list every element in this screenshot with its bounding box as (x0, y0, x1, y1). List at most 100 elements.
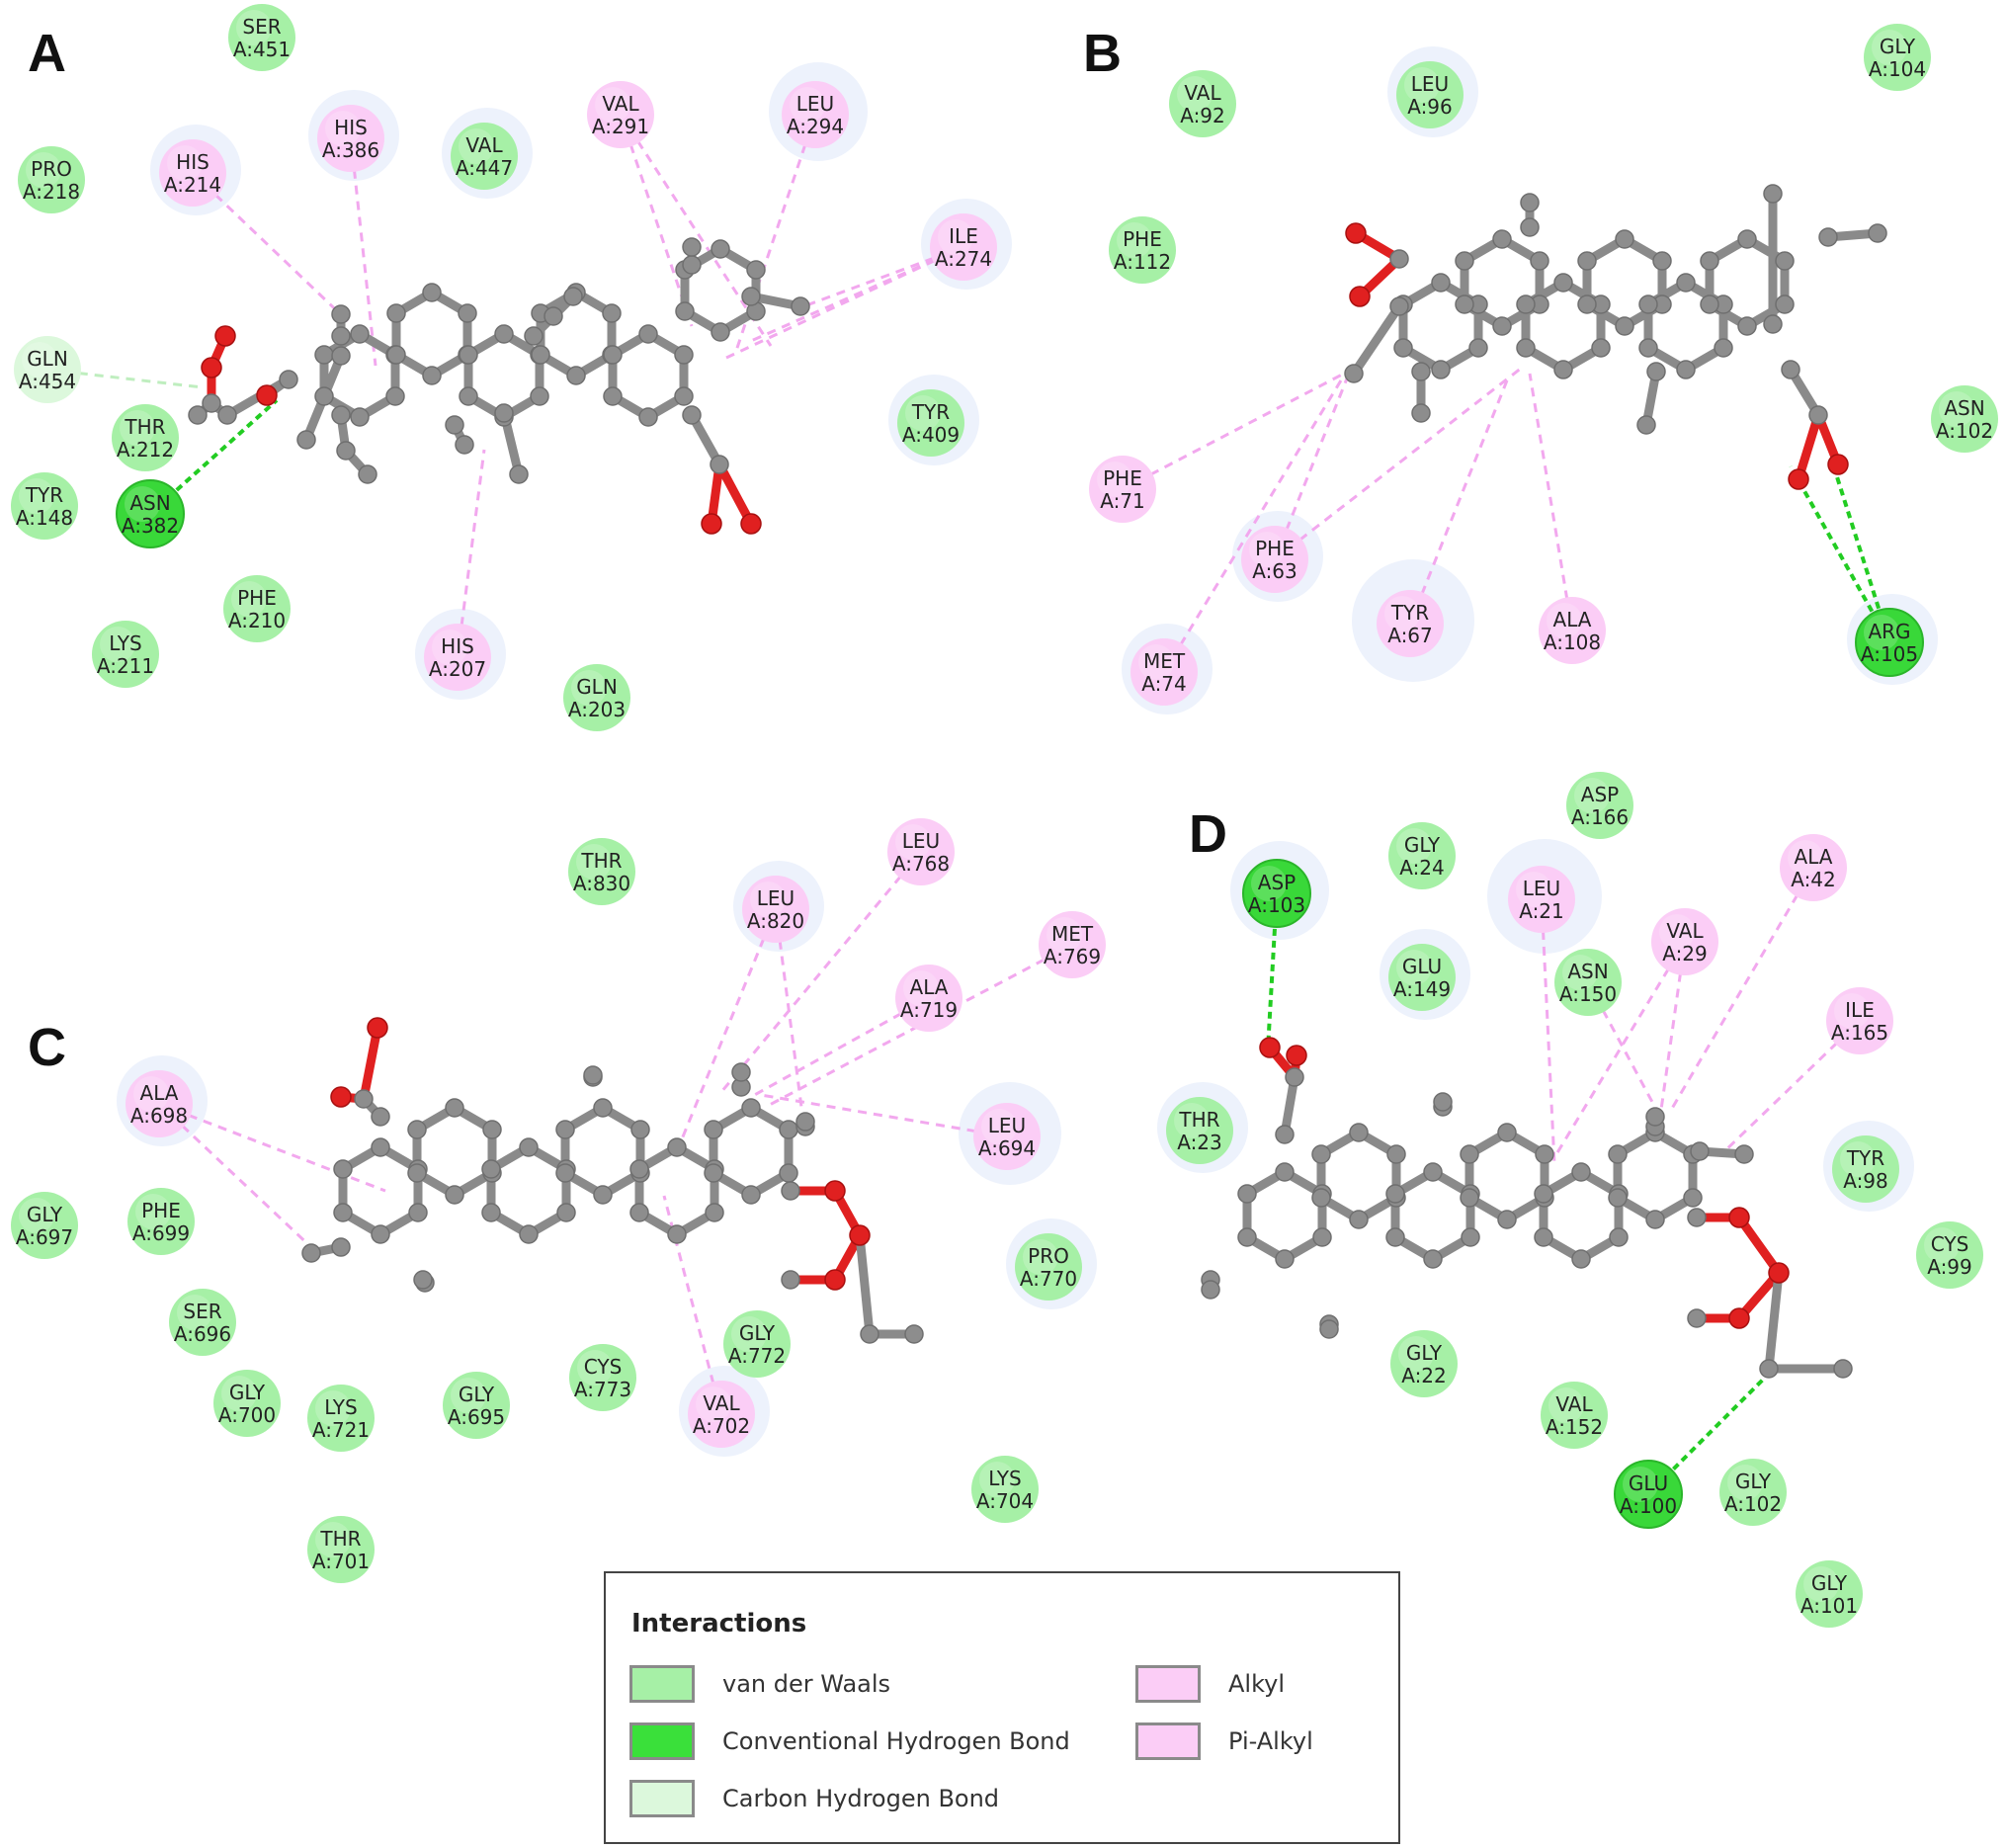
residue-shine (231, 581, 267, 617)
residue-disc (1719, 1459, 1787, 1526)
ligand-carbon-atom (458, 303, 477, 323)
interaction-line-alkyl (158, 1102, 386, 1193)
ligand-carbon-atom (524, 326, 544, 346)
residue-disc (1396, 61, 1464, 128)
ligand-carbon-atom (731, 1062, 751, 1082)
legend-label: Pi-Alkyl (1228, 1727, 1313, 1755)
residue-number: A:96 (1407, 95, 1453, 119)
residue-disc (1388, 822, 1456, 889)
ligand-carbon-atom (1385, 1184, 1405, 1204)
residue-name: GLU (1629, 1471, 1668, 1495)
interaction-line-alkyl (719, 851, 923, 1093)
residue-disc (973, 1103, 1041, 1170)
residue-disc (307, 1516, 375, 1583)
ligand-carbon-atom (188, 405, 208, 425)
residue-name: GLY (1406, 1341, 1443, 1365)
ligand-carbon-atom (1775, 294, 1795, 314)
residue-name: LEU (757, 886, 795, 910)
residue-number: A:166 (1571, 805, 1629, 829)
ligand-oxygen-atom (701, 513, 722, 535)
residue-number: A:99 (1927, 1255, 1972, 1279)
ligand-carbon-atom (1530, 251, 1549, 271)
residue-shine (1623, 1467, 1658, 1502)
residue-shine (315, 1390, 351, 1426)
residue-number: A:102 (1936, 419, 1993, 443)
residue-shine (1659, 914, 1695, 950)
residue-number: A:29 (1662, 942, 1708, 966)
ligand-carbon-atom (1553, 360, 1573, 379)
residue-disc (169, 1289, 236, 1356)
residue-shine (1396, 828, 1432, 864)
ligand-bond (1349, 301, 1404, 378)
residue-name: ARG (1868, 620, 1910, 643)
residue-name: TYR (1846, 1146, 1884, 1170)
residue-number: A:152 (1546, 1415, 1603, 1439)
residue-shine (905, 395, 941, 431)
residue-shine (1872, 30, 1907, 65)
ligand-carbon-atom (1645, 1107, 1665, 1127)
interaction-line-alkyl (191, 171, 353, 326)
residue-name: ASN (1944, 396, 1984, 420)
residue-shine (1384, 596, 1420, 631)
ligand-carbon-atom (1608, 1144, 1628, 1164)
ligand-carbon-atom (674, 386, 694, 406)
residue-number: A:212 (117, 438, 174, 462)
ligand-carbon-atom (459, 386, 478, 406)
residue-name: TYR (25, 483, 63, 507)
ligand-carbon-atom (358, 464, 377, 484)
residue-name: THR (124, 415, 165, 439)
interaction-line-alkyl (1668, 867, 1815, 1113)
legend-swatch-hbond (629, 1722, 695, 1760)
residue-number: A:150 (1559, 982, 1617, 1006)
ligand-bond (359, 1023, 382, 1104)
residue-disc (1377, 590, 1444, 657)
residue-disc (11, 472, 78, 540)
residue-number: A:218 (23, 180, 80, 204)
residue-disc (1390, 1330, 1458, 1397)
residue-number: A:21 (1519, 899, 1564, 923)
ligand-carbon-atom (519, 1137, 539, 1157)
ligand-carbon-atom (459, 345, 478, 365)
ligand-carbon-atom (674, 345, 694, 365)
residue-name: HIS (176, 150, 209, 174)
residue-shine (432, 630, 467, 665)
ligand-carbon-atom (1497, 1210, 1517, 1229)
ligand-carbon-atom (1520, 217, 1540, 237)
ligand-carbon-atom (455, 435, 474, 455)
ligand-carbon-atom (603, 345, 623, 365)
residue-number: A:22 (1401, 1364, 1447, 1387)
ligand-carbon-atom (781, 1181, 800, 1201)
ligand-oxygen-atom (1259, 1037, 1281, 1058)
ligand-carbon-atom (1433, 1092, 1453, 1112)
ligand-carbon-atom (667, 1224, 687, 1244)
residue-name: ASP (1258, 871, 1296, 894)
ligand-carbon-atom (1638, 338, 1658, 358)
residue-name: ASN (129, 491, 170, 515)
ligand-carbon-atom (1386, 1144, 1406, 1164)
ligand-carbon-atom (1492, 229, 1512, 249)
ligand-carbon-atom (1423, 1249, 1443, 1269)
interaction-line-alkyl (456, 449, 486, 658)
ligand-carbon-atom (629, 1203, 649, 1222)
ligand-c (301, 1017, 924, 1344)
ligand-molecules (188, 184, 1887, 1379)
residue-name: ASN (1567, 960, 1608, 983)
ligand-carbon-atom (333, 1203, 353, 1222)
residue-disc (1826, 987, 1893, 1054)
interaction-line-hbond (1831, 463, 1891, 643)
